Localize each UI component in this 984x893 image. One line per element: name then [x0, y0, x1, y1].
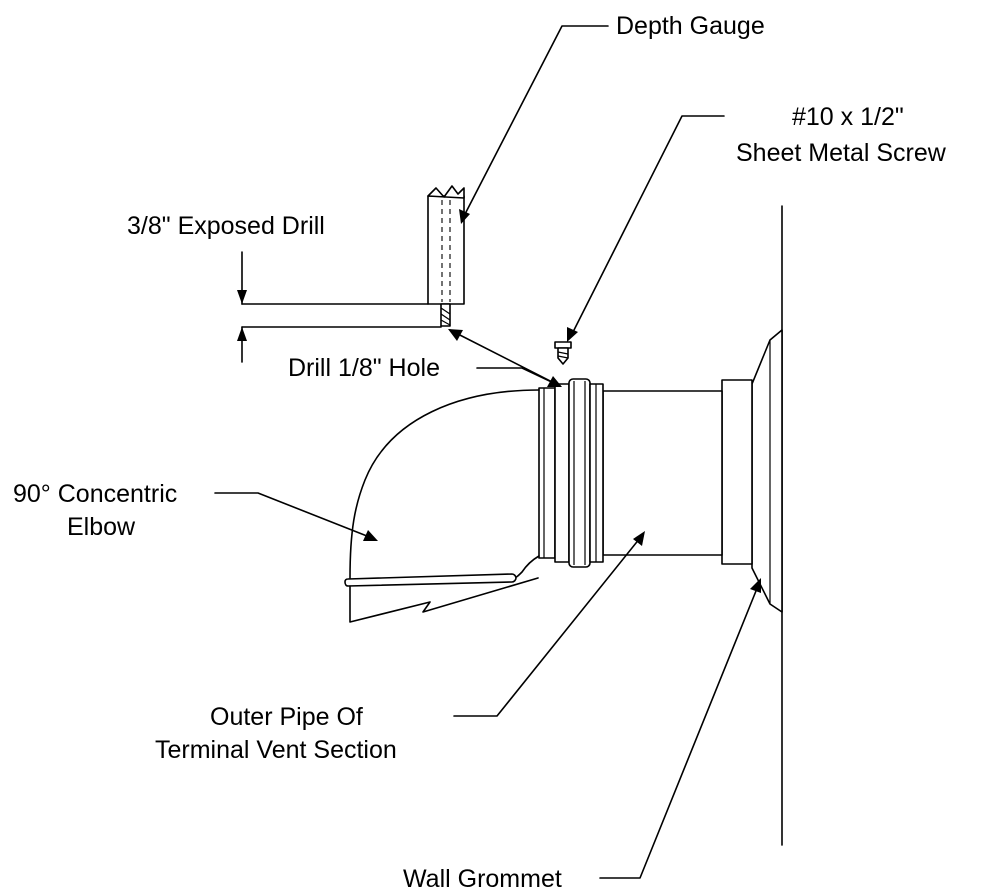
wall-grommet	[751, 329, 783, 613]
elbow-label-line2: Elbow	[67, 513, 136, 541]
drill-bit	[440, 303, 451, 327]
depth-gauge-label: Depth Gauge	[616, 12, 765, 40]
screw-label-line1: #10 x 1/2"	[792, 103, 904, 131]
elbow-label-line1: 90° Concentric	[13, 480, 177, 508]
wall-grommet-leader	[599, 578, 761, 879]
exposed-drill-dimension	[237, 251, 442, 363]
drill-hole-label: Drill 1/8" Hole	[288, 354, 440, 382]
screw-label-line2: Sheet Metal Screw	[736, 139, 947, 167]
depth-gauge	[427, 185, 465, 305]
pipe-coupling	[538, 378, 604, 568]
screw-leader	[567, 115, 725, 342]
outer-pipe-label-line1: Outer Pipe Of	[210, 703, 363, 731]
wall-grommet-label: Wall Grommet	[403, 865, 562, 893]
outer-pipe-leader	[453, 531, 645, 717]
concentric-elbow	[344, 389, 540, 623]
outer-pipe-label-line2: Terminal Vent Section	[155, 736, 397, 764]
sheet-metal-screw	[554, 341, 572, 365]
drill-hole-leader	[448, 329, 562, 387]
elbow-leader	[214, 492, 378, 541]
terminal-vent-pipe	[602, 379, 753, 565]
exposed-drill-label: 3/8" Exposed Drill	[127, 212, 325, 240]
depth-gauge-leader	[459, 25, 609, 224]
